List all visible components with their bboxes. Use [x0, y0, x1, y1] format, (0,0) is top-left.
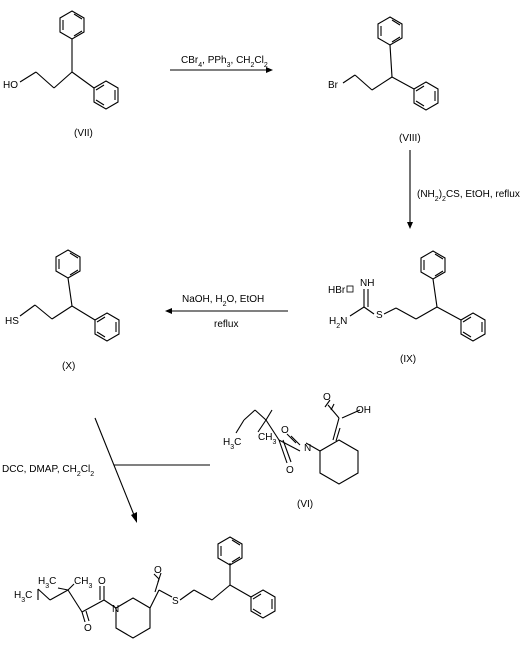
compound-ix: HBr NH H2N S (IX)	[328, 250, 486, 365]
atom-ch3-product: CH3	[74, 576, 92, 590]
atom-ch3-vi: CH3	[258, 432, 276, 446]
compound-vi: OH O N O O H3C CH3 (VI)	[223, 392, 371, 510]
atom-nh: NH	[360, 278, 374, 289]
atom-h3c-vi: H3C	[223, 437, 241, 451]
atom-h3c-lower: H3C	[14, 590, 32, 604]
arrow-step-2: (NH2)2CS, EtOH, reflux	[407, 150, 520, 229]
atom-br: Br	[328, 80, 339, 91]
label-viii: (VIII)	[399, 133, 421, 144]
atom-o-amide: O	[281, 425, 289, 436]
reagents-step-3-bottom: reflux	[214, 319, 238, 330]
reagents-step-3-top: NaOH, H2O, EtOH	[182, 294, 264, 308]
reagents-step-4: DCC, DMAP, CH2Cl2	[2, 464, 94, 478]
atom-n-vi: N	[304, 443, 311, 454]
compound-viii: Br (VIII)	[328, 16, 439, 144]
atom-o-thioester: O	[154, 565, 162, 576]
atom-o-acid: O	[323, 392, 331, 403]
dot-symbol	[346, 285, 354, 293]
atom-h2n: H2N	[329, 316, 347, 330]
arrow-step-4: DCC, DMAP, CH2Cl2	[2, 417, 210, 523]
atom-hs: HS	[5, 316, 19, 327]
atom-ho: HO	[3, 80, 18, 91]
reagents-step-2: (NH2)2CS, EtOH, reflux	[417, 189, 520, 203]
atom-n-product: N	[112, 604, 119, 615]
atom-s-product: S	[172, 596, 179, 607]
arrow-step-1: CBr4, PPh3, CH2Cl2	[170, 55, 273, 73]
atom-oh-vi: OH	[356, 405, 371, 416]
label-x: (X)	[62, 361, 75, 372]
compound-product: N O S O O H3C CH3 H3C	[14, 536, 276, 639]
atom-hbr: HBr	[328, 285, 346, 296]
atom-o-amide-product: O	[98, 576, 106, 587]
compound-vii: HO (VII)	[3, 10, 119, 139]
label-vi: (VI)	[297, 499, 313, 510]
reagents-step-1: CBr4, PPh3, CH2Cl2	[181, 55, 268, 69]
atom-o-keto: O	[286, 465, 294, 476]
arrow-step-3: NaOH, H2O, EtOH reflux	[165, 294, 288, 330]
atom-o-keto-product: O	[84, 623, 92, 634]
label-vii: (VII)	[74, 128, 93, 139]
label-ix: (IX)	[400, 354, 416, 365]
atom-s-ix: S	[376, 310, 383, 321]
compound-x: HS (X)	[5, 249, 120, 372]
atom-h3c-upper: H3C	[38, 576, 56, 590]
